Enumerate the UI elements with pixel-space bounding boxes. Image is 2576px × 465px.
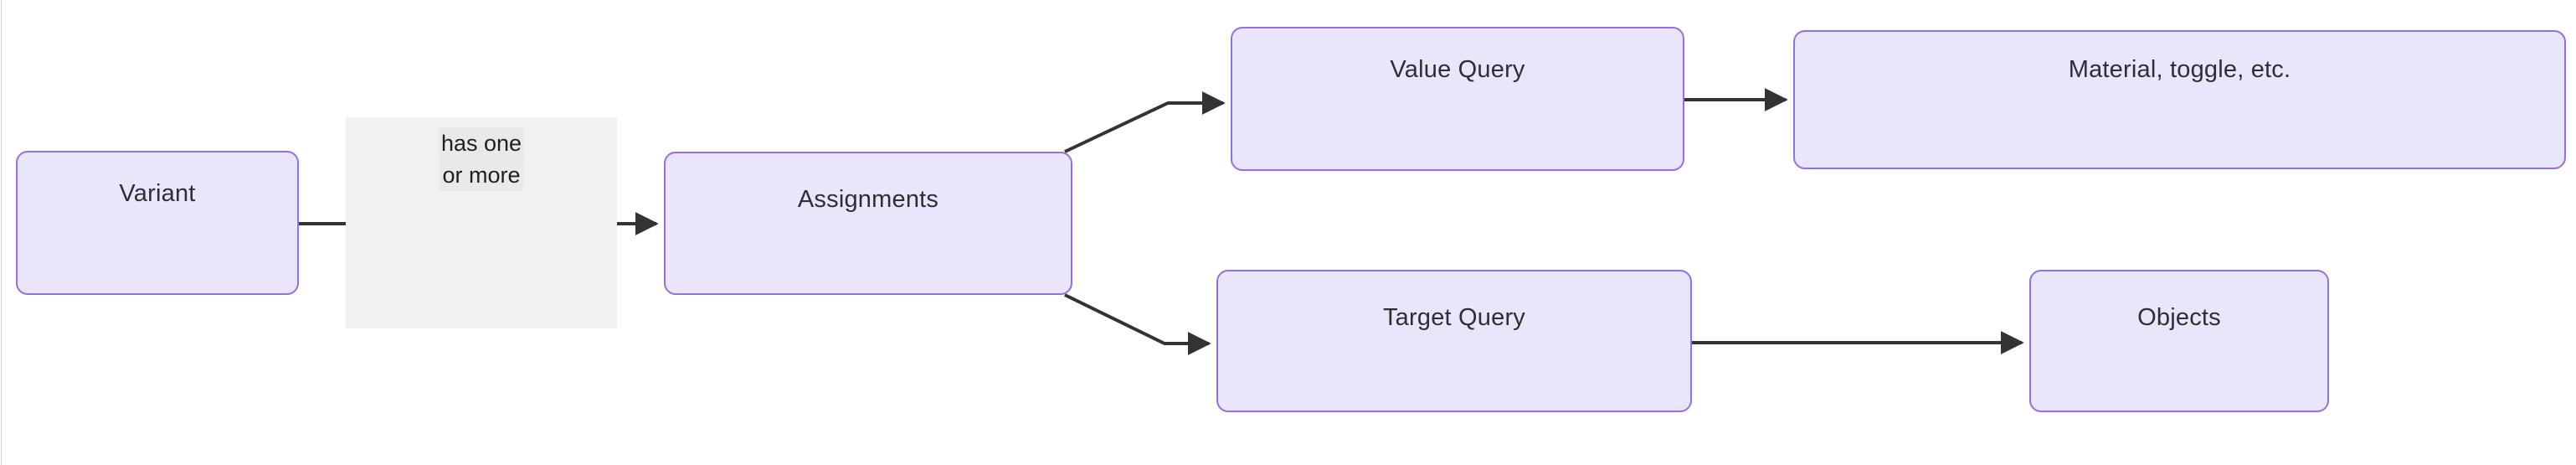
edge-label-has-one-or-more: has one or more bbox=[346, 117, 617, 328]
node-value-query[interactable]: Value Query bbox=[1231, 27, 1684, 171]
node-assignments[interactable]: Assignments bbox=[664, 152, 1072, 295]
edge-assignments-to-value-query bbox=[1064, 91, 1226, 153]
edge-label-line-2: or more bbox=[440, 159, 523, 191]
node-value-query-label: Value Query bbox=[1390, 56, 1525, 83]
node-target-query[interactable]: Target Query bbox=[1216, 270, 1692, 412]
node-variant[interactable]: Variant bbox=[16, 151, 299, 295]
node-variant-label: Variant bbox=[119, 180, 196, 207]
node-material-toggle-etc-label: Material, toggle, etc. bbox=[2068, 56, 2291, 83]
edge-assignments-to-target-query bbox=[1064, 293, 1211, 355]
node-target-query-label: Target Query bbox=[1382, 304, 1526, 331]
node-objects[interactable]: Objects bbox=[2029, 270, 2329, 412]
node-objects-label: Objects bbox=[2137, 304, 2221, 331]
node-material-toggle-etc[interactable]: Material, toggle, etc. bbox=[1793, 30, 2566, 169]
panel-left-border bbox=[1, 0, 2, 465]
node-assignments-label: Assignments bbox=[797, 186, 939, 213]
edge-label-line-1: has one bbox=[438, 127, 525, 159]
